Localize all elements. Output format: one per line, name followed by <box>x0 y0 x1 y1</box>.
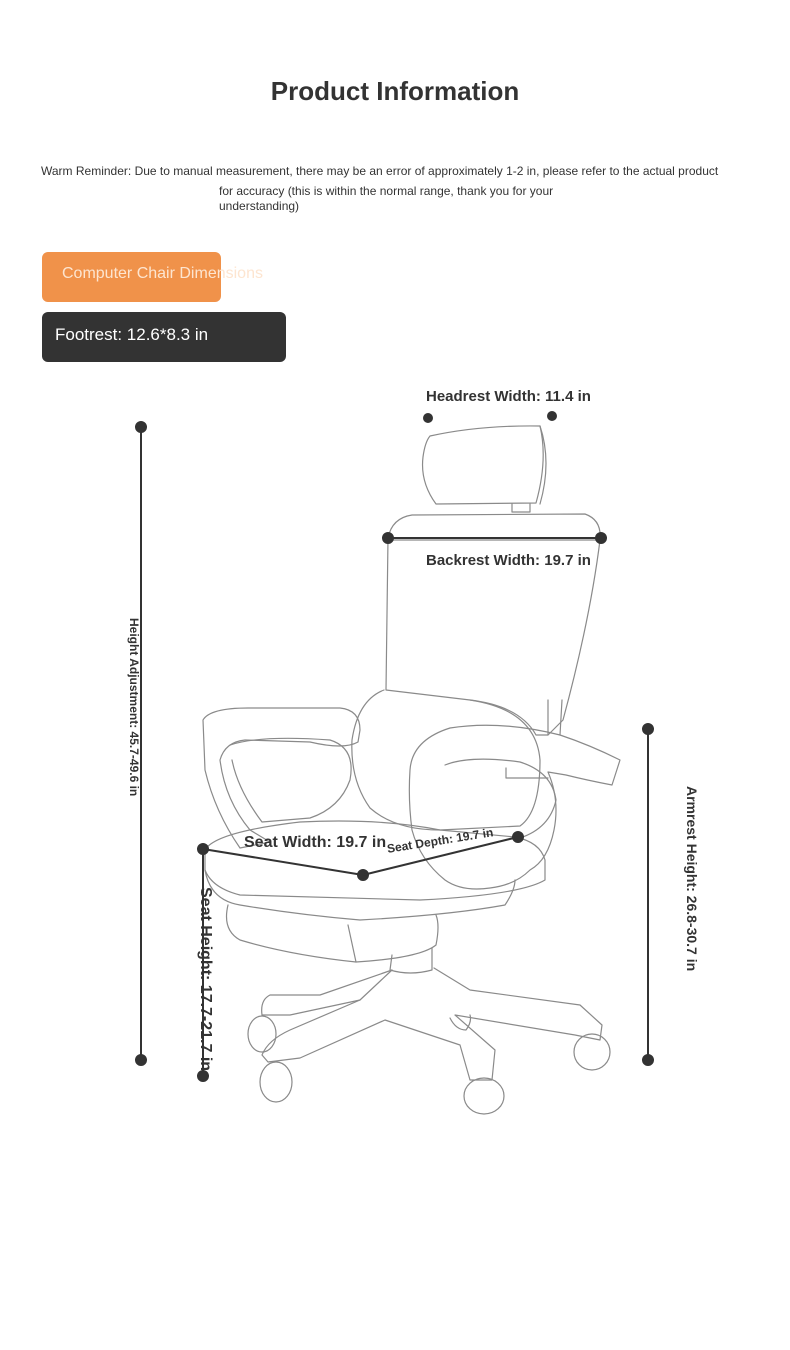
headrest-width-label: Headrest Width: 11.4 in <box>426 388 591 405</box>
seat-width-label: Seat Width: 19.7 in <box>244 834 387 851</box>
height-adjustment-dot-bottom <box>135 1054 147 1066</box>
backrest-dot-right <box>595 532 607 544</box>
seat-width-line <box>202 848 364 876</box>
height-adjustment-label: Height Adjustment: 45.7-49.6 in <box>127 618 141 797</box>
measure-lines <box>135 411 654 1082</box>
height-adjustment-dot-top <box>135 421 147 433</box>
headrest-dot-right <box>547 411 557 421</box>
armrest-height-dot-top <box>642 723 654 735</box>
warm-reminder-line-2: for accuracy (this is within the normal … <box>219 184 554 213</box>
chair-dimensions-button-label: Computer Chair Dimensions <box>62 265 263 282</box>
footrest-badge <box>42 312 286 362</box>
seat-height-label: Seat Height: 17.7-21.7 in <box>197 887 214 1072</box>
page-title: Product Information <box>270 76 520 106</box>
warm-reminder-line-1: Warm Reminder: Due to manual measurement… <box>41 164 719 178</box>
backrest-dot-left <box>382 532 394 544</box>
chair-outline <box>202 425 621 1115</box>
backrest-width-label: Backrest Width: 19.7 in <box>426 552 591 569</box>
armrest-height-dot-bottom <box>642 1054 654 1066</box>
chair-dimensions-button[interactable] <box>42 252 221 302</box>
footrest-label: Footrest: 12.6*8.3 in <box>55 325 209 344</box>
seat-depth-line <box>362 836 519 876</box>
seat-height-dot-bottom <box>197 1070 209 1082</box>
seat-depth-dot <box>512 831 524 843</box>
armrest-height-label: Armrest Height: 26.8-30.7 in <box>684 786 700 972</box>
headrest-dot-left <box>423 413 433 423</box>
